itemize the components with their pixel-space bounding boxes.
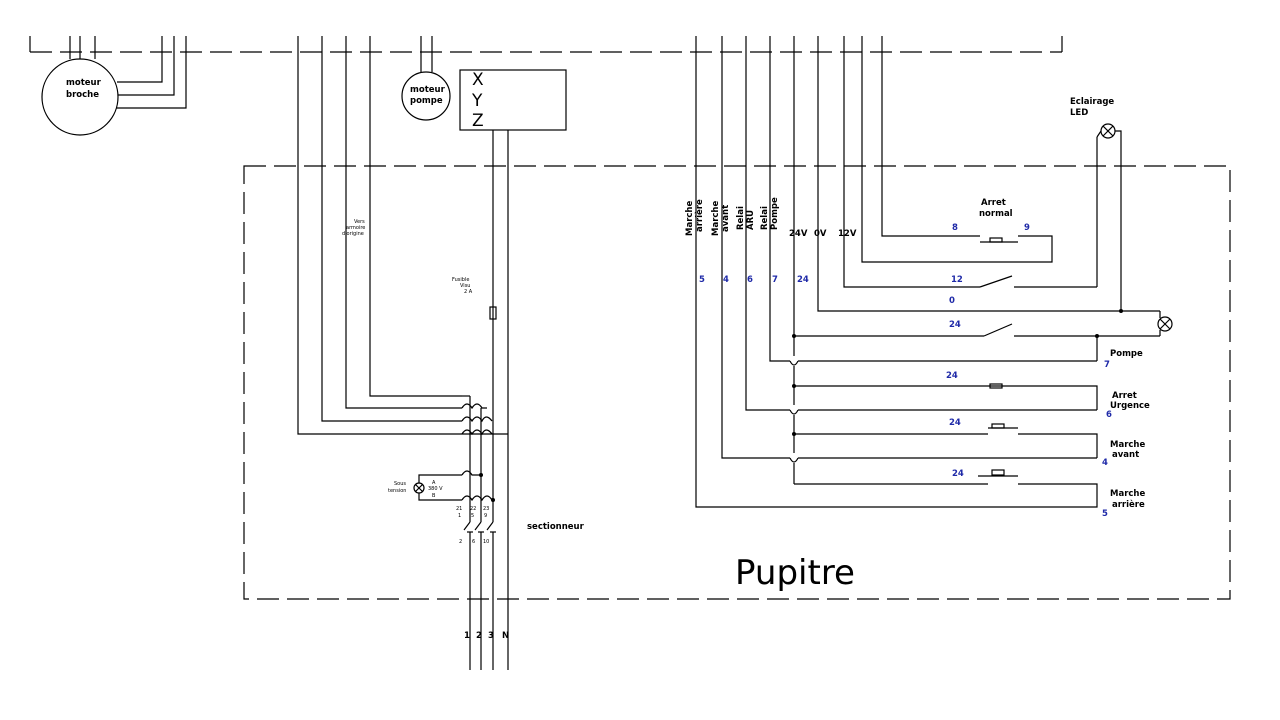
col-num-24: 24 [797,275,809,285]
to-cabinet-label-2: armoire [346,225,365,231]
stop-normal-label-1: Arret [981,198,1006,208]
vt-relay-aru-label-2: ARU [746,210,756,230]
control-lines [695,36,1173,508]
terminal-21: 21 [456,506,462,512]
col-num-4: 4 [723,275,729,285]
col-num-7: 7 [772,275,778,285]
lighting-label-1: Eclairage [1070,97,1114,107]
reverse-label-1: Marche [1110,489,1145,499]
spindle-motor-label-1: moteur [66,78,102,88]
phase-2-label: 2 [476,631,482,641]
machine-boundary [29,36,1063,53]
stop-normal-label-2: normal [979,209,1013,219]
terminal-2: 2 [459,539,462,545]
row-num-7: 7 [1104,360,1110,370]
undervoltage-label-1: Sous [394,481,406,487]
console-title: Pupitre [735,553,855,593]
terminal-23: 23 [483,506,489,512]
forward-label-2: avant [1112,450,1139,460]
vt-relay-aru-label-1: Relai [736,206,746,230]
num-8: 8 [952,223,958,233]
lighting-label-2: LED [1070,108,1088,118]
to-cabinet-label-1: Vers [354,219,365,225]
vt-forward-label-1: Marche [711,201,721,236]
axis-x-label: X [472,70,484,90]
pump-label: Pompe [1110,349,1143,359]
uv-v-label: 380 V [428,486,443,492]
axis-z-label: Z [472,111,484,131]
stop-emergency-label-1: Arret [1112,391,1137,401]
terminal-5: 5 [471,513,474,519]
vt-reverse-label-1: Marche [685,201,695,236]
row-num-24d: 24 [952,469,964,479]
num-0: 0 [949,296,955,306]
pump-motor-label-1: moteur [410,85,446,95]
row-num-5: 5 [1102,509,1108,519]
pump-motor [401,36,451,121]
fuse-label-3: 2 A [464,289,473,295]
row-num-4: 4 [1102,458,1108,468]
num-12: 12 [951,275,963,285]
col-num-5: 5 [699,275,705,285]
stop-emergency-label-2: Urgence [1110,401,1150,411]
vt-reverse-label-2: arrière [694,199,705,232]
v0-label: 0V [814,229,827,239]
terminal-22: 22 [470,506,476,512]
undervoltage-label-2: tension [388,488,406,494]
fuse-label-1: Fusible [452,277,469,283]
neutral-label: N [502,631,509,641]
xyz-box [459,69,567,131]
spindle-motor [41,36,187,136]
forward-label-1: Marche [1110,440,1145,450]
to-cabinet-label-3: d'origine [342,231,364,237]
vt-forward-label-2: avant [721,205,731,232]
pump-motor-label-2: pompe [410,96,443,106]
phase-1-label: 1 [464,631,470,641]
fuse-label-2: Visu [460,283,470,289]
row-num-24a: 24 [949,320,961,330]
col-num-6: 6 [747,275,753,285]
terminal-1: 1 [458,513,461,519]
terminal-9: 9 [484,513,487,519]
axis-y-label: Y [471,91,483,111]
spindle-motor-label-2: broche [66,90,99,100]
disconnector-label: sectionneur [527,522,585,532]
terminal-10: 10 [483,539,489,545]
power-lines [297,36,509,670]
terminal-6: 6 [472,539,475,545]
reverse-label-2: arrière [1112,499,1145,510]
v24-label: 24V [789,229,808,239]
uv-b-label: B [432,493,436,499]
row-num-24c: 24 [949,418,961,428]
row-num-6: 6 [1106,410,1112,420]
vt-relay-pump-label-1: Relai [760,206,770,230]
v12-label: 12V [838,229,857,239]
vt-relay-pump-label-2: Pompe [770,197,780,230]
uv-a-label: A [432,480,436,486]
num-9: 9 [1024,223,1030,233]
phase-3-label: 3 [488,631,494,641]
row-num-24b: 24 [946,371,958,381]
console-boundary [243,165,1231,600]
